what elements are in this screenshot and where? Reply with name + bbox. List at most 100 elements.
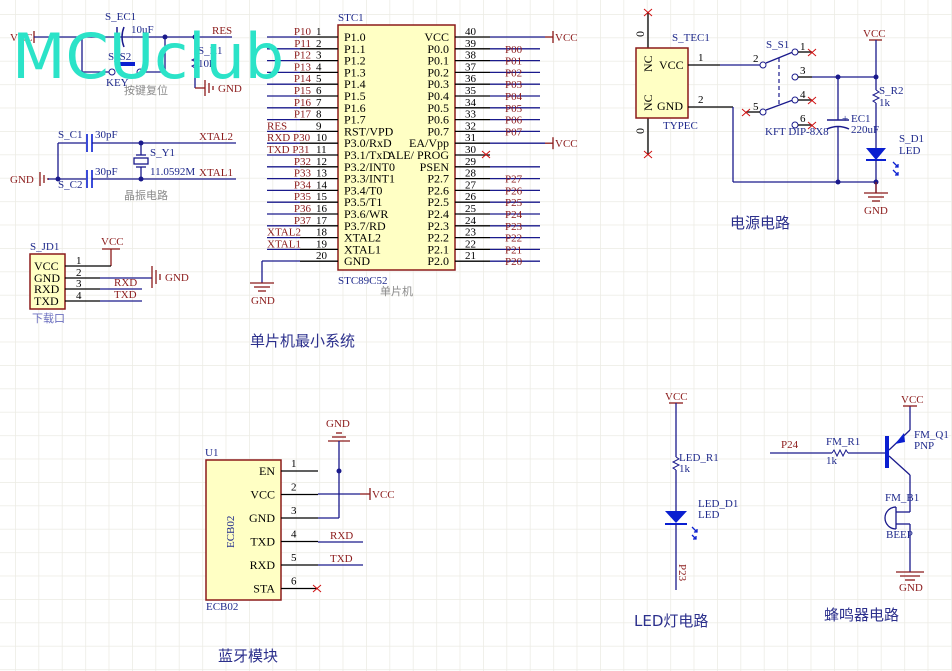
mcu-pin-name: P0.1 bbox=[427, 54, 449, 68]
bt-part: ECB02 bbox=[206, 601, 238, 613]
reset-res-ref: S_R1 bbox=[198, 45, 222, 57]
mcu-pin-number: 11 bbox=[316, 144, 327, 156]
mcu-pin-name: EA/Vpp bbox=[409, 136, 449, 150]
mcu-pin-number: 5 bbox=[316, 73, 322, 85]
power-circuit: 0 0 S_TEC1 NC NC VCC GND TYPEC 1 2 S_S1 bbox=[633, 8, 924, 232]
mcu-net-label: P26 bbox=[505, 185, 523, 197]
switch-ref: S_S1 bbox=[766, 39, 789, 51]
mcu-net-label: P02 bbox=[505, 67, 522, 79]
bt-rxd-net: RXD bbox=[330, 530, 353, 542]
led-net-label: P23 bbox=[676, 564, 688, 582]
bt-ref: U1 bbox=[205, 447, 218, 459]
mcu-net-label: P37 bbox=[294, 215, 312, 227]
mcu-pin-number: 27 bbox=[465, 179, 477, 191]
mcu-pin-name: P3.3/INT1 bbox=[344, 172, 395, 186]
mcu-pin-name: P1.5 bbox=[344, 89, 366, 103]
mcu-pin-number: 39 bbox=[465, 38, 477, 50]
mcu-net-label: XTAL2 bbox=[267, 227, 301, 239]
bt-pin-name: STA bbox=[253, 582, 275, 596]
mcu-pin-number: 12 bbox=[316, 156, 327, 168]
usb-nc-1: NC bbox=[641, 55, 655, 72]
mcu-pin-number: 6 bbox=[316, 85, 322, 97]
crystal-y1-ref: S_Y1 bbox=[150, 147, 175, 159]
switch-pin-1: 1 bbox=[800, 41, 806, 53]
power-section-title: 电源电路 bbox=[730, 214, 790, 232]
mcu-pin-number: 28 bbox=[465, 168, 477, 180]
mcu-net-label: XTAL1 bbox=[267, 238, 301, 250]
mcu-net-label: P11 bbox=[294, 38, 311, 50]
mcu-pin-number: 7 bbox=[316, 97, 322, 109]
mcu-net-label: P23 bbox=[505, 221, 523, 233]
bt-pin-number: 2 bbox=[291, 482, 297, 494]
mcu-pin-number: 36 bbox=[465, 73, 477, 85]
mcu-pin-name: P0.6 bbox=[427, 113, 449, 127]
reset-cap-value: 10uF bbox=[131, 24, 154, 36]
mcu-pin-number: 25 bbox=[465, 203, 477, 215]
bt-section-title: 蓝牙模块 bbox=[218, 647, 278, 665]
power-cap-value: 220uF bbox=[851, 124, 879, 136]
mcu-net-label: P20 bbox=[505, 256, 523, 268]
bt-pin-number: 3 bbox=[291, 505, 297, 517]
led-circuit: VCC LED_R1 1k LED_D1 LED P23 LED灯电路 bbox=[634, 391, 738, 630]
switch-pin-5: 5 bbox=[753, 101, 759, 113]
mcu-net-label: P06 bbox=[505, 115, 523, 127]
mcu-net-label: P04 bbox=[505, 91, 523, 103]
mcu-pin-number: 17 bbox=[316, 215, 328, 227]
mcu-ref: STC1 bbox=[338, 12, 364, 24]
download-pin-name: VCC bbox=[34, 259, 59, 273]
download-pin-number: 2 bbox=[76, 267, 82, 279]
download-gnd-label: GND bbox=[165, 272, 189, 284]
reset-cap-ref: S_EC1 bbox=[105, 11, 136, 23]
mcu-pin-name: P3.5/T1 bbox=[344, 195, 382, 209]
mcu-pin-number: 13 bbox=[316, 168, 328, 180]
mcu-net-label: P34 bbox=[294, 179, 312, 191]
usb-ref: S_TEC1 bbox=[672, 32, 710, 44]
usb-nc-2: NC bbox=[641, 94, 655, 111]
mcu-pin-number: 10 bbox=[316, 132, 328, 144]
led-res-ref: LED_R1 bbox=[679, 452, 719, 464]
mcu-pin-name: P0.2 bbox=[427, 65, 449, 79]
buzzer-section-title: 蜂鸣器电路 bbox=[824, 606, 899, 624]
mcu-pin-name: P1.0 bbox=[344, 30, 366, 44]
mcu-net-label: P14 bbox=[294, 73, 312, 85]
mcu-pin-name: XTAL1 bbox=[344, 242, 381, 256]
mcu-net-label: P15 bbox=[294, 85, 312, 97]
mcu-net-label: P25 bbox=[505, 197, 523, 209]
switch-part: KFT DIP-8X8 bbox=[765, 126, 829, 138]
buzzer-res-ref: FM_R1 bbox=[826, 436, 860, 448]
led-res-value: 1k bbox=[679, 463, 691, 475]
mcu-pin-number: 37 bbox=[465, 61, 477, 73]
bt-pin-number: 5 bbox=[291, 552, 297, 564]
buzzer-circuit: P24 FM_R1 1k VCC FM_Q1 PNP FM_B1 BEEP GN… bbox=[770, 394, 949, 624]
usb-pinnum-2: 2 bbox=[698, 94, 704, 106]
power-cap-ref: + EC1 bbox=[842, 113, 871, 125]
download-pin-name: RXD bbox=[34, 282, 60, 296]
usb-pinnum-1: 1 bbox=[698, 52, 704, 64]
usb-body bbox=[635, 47, 689, 119]
mcu-pin-name: GND bbox=[344, 254, 370, 268]
bt-pin-name: EN bbox=[259, 464, 275, 478]
mcu-net-label: P07 bbox=[505, 126, 523, 138]
mcu-pin-number: 8 bbox=[316, 109, 322, 121]
mcu-pin-name: P1.6 bbox=[344, 101, 366, 115]
mcu-pin-number: 14 bbox=[316, 179, 328, 191]
mcu-pin-name: P1.3 bbox=[344, 65, 366, 79]
switch-pin-2: 2 bbox=[753, 53, 759, 65]
mcu-pin-number: 21 bbox=[465, 250, 476, 262]
buzzer-net-label: P24 bbox=[781, 439, 799, 451]
mcu-pin-number: 29 bbox=[465, 156, 477, 168]
crystal-c2-value: 30pF bbox=[95, 166, 118, 178]
mcu-pin-name: ALE/ PROG bbox=[387, 148, 449, 162]
download-pin-number: 4 bbox=[76, 290, 82, 302]
mcu-pin-name: P0.0 bbox=[427, 42, 449, 56]
download-txd-label: TXD bbox=[114, 289, 137, 301]
crystal-xtal2-label: XTAL2 bbox=[199, 131, 233, 143]
mcu-net-label: P22 bbox=[505, 233, 522, 245]
led-diode-ref: LED_D1 bbox=[698, 498, 738, 510]
bt-vcc-label: VCC bbox=[372, 489, 395, 501]
mcu-note: 单片机 bbox=[380, 284, 413, 298]
mcu-pin-name: P2.7 bbox=[427, 172, 449, 186]
mcu-pin-number: 22 bbox=[465, 238, 476, 250]
